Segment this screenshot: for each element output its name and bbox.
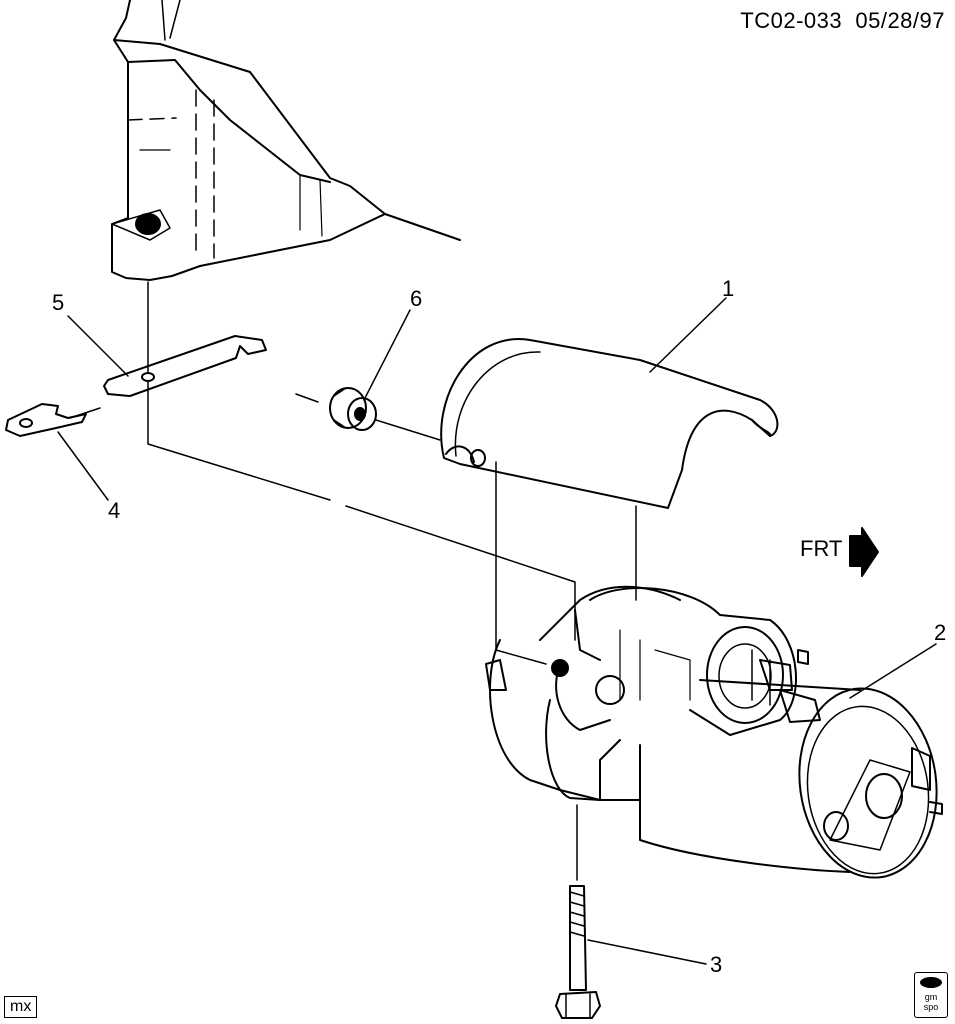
drawing-code-date: TC02-033 05/28/97 [740, 8, 945, 34]
grommet [330, 388, 376, 430]
front-direction-label: FRT [800, 536, 843, 561]
washer-clip [6, 404, 86, 436]
brace-plate [104, 336, 266, 396]
gm-spo-logo-icon: gm spo [914, 972, 948, 1018]
front-arrow-icon [850, 528, 878, 576]
starter-motor [486, 587, 949, 887]
corner-tag: mx [4, 996, 38, 1018]
leader-lines [58, 298, 936, 964]
drawing-code: TC02-033 [740, 8, 843, 33]
callout-4: 4 [108, 498, 121, 523]
starter-shield [441, 339, 777, 508]
callout-5: 5 [52, 290, 65, 315]
starter-bolt [556, 886, 600, 1018]
callout-2: 2 [934, 620, 947, 645]
badge-line2: spo [923, 1002, 939, 1012]
drawing-date: 05/28/97 [855, 8, 945, 33]
alignment-lines [70, 282, 636, 880]
callout-3: 3 [710, 952, 723, 977]
callout-1: 1 [722, 276, 735, 301]
badge-line1: gm [924, 992, 938, 1002]
callout-6: 6 [410, 286, 423, 311]
badge-cap [920, 977, 942, 988]
engine-bracket [112, 0, 460, 280]
